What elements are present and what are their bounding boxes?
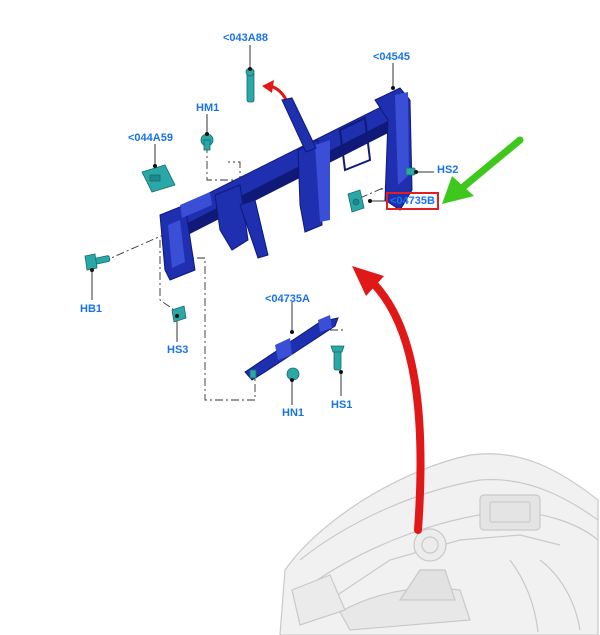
label-044a59[interactable]: <044A59 — [128, 132, 173, 144]
leader-lines — [91, 45, 434, 405]
red-curved-arrow-icon — [352, 266, 425, 534]
label-hm1[interactable]: HM1 — [196, 102, 220, 114]
dashboard-illustration — [279, 453, 599, 635]
cross-car-beam — [159, 87, 413, 281]
label-043a88[interactable]: <043A88 — [223, 32, 268, 44]
cross-brace-04735a — [244, 315, 339, 381]
label-hb1[interactable]: HB1 — [80, 303, 103, 315]
label-04735a[interactable]: <04735A — [265, 293, 310, 305]
label-hs2[interactable]: HS2 — [437, 164, 459, 176]
green-arrow-icon — [442, 136, 524, 204]
fasteners — [84, 67, 416, 381]
leader-dots — [90, 67, 418, 382]
label-hs3[interactable]: HS3 — [167, 344, 189, 356]
label-04735b[interactable]: <04735B — [386, 192, 439, 210]
label-hs1[interactable]: HS1 — [331, 399, 353, 411]
label-hn1[interactable]: HN1 — [282, 407, 305, 419]
label-04545[interactable]: <04545 — [373, 51, 411, 63]
